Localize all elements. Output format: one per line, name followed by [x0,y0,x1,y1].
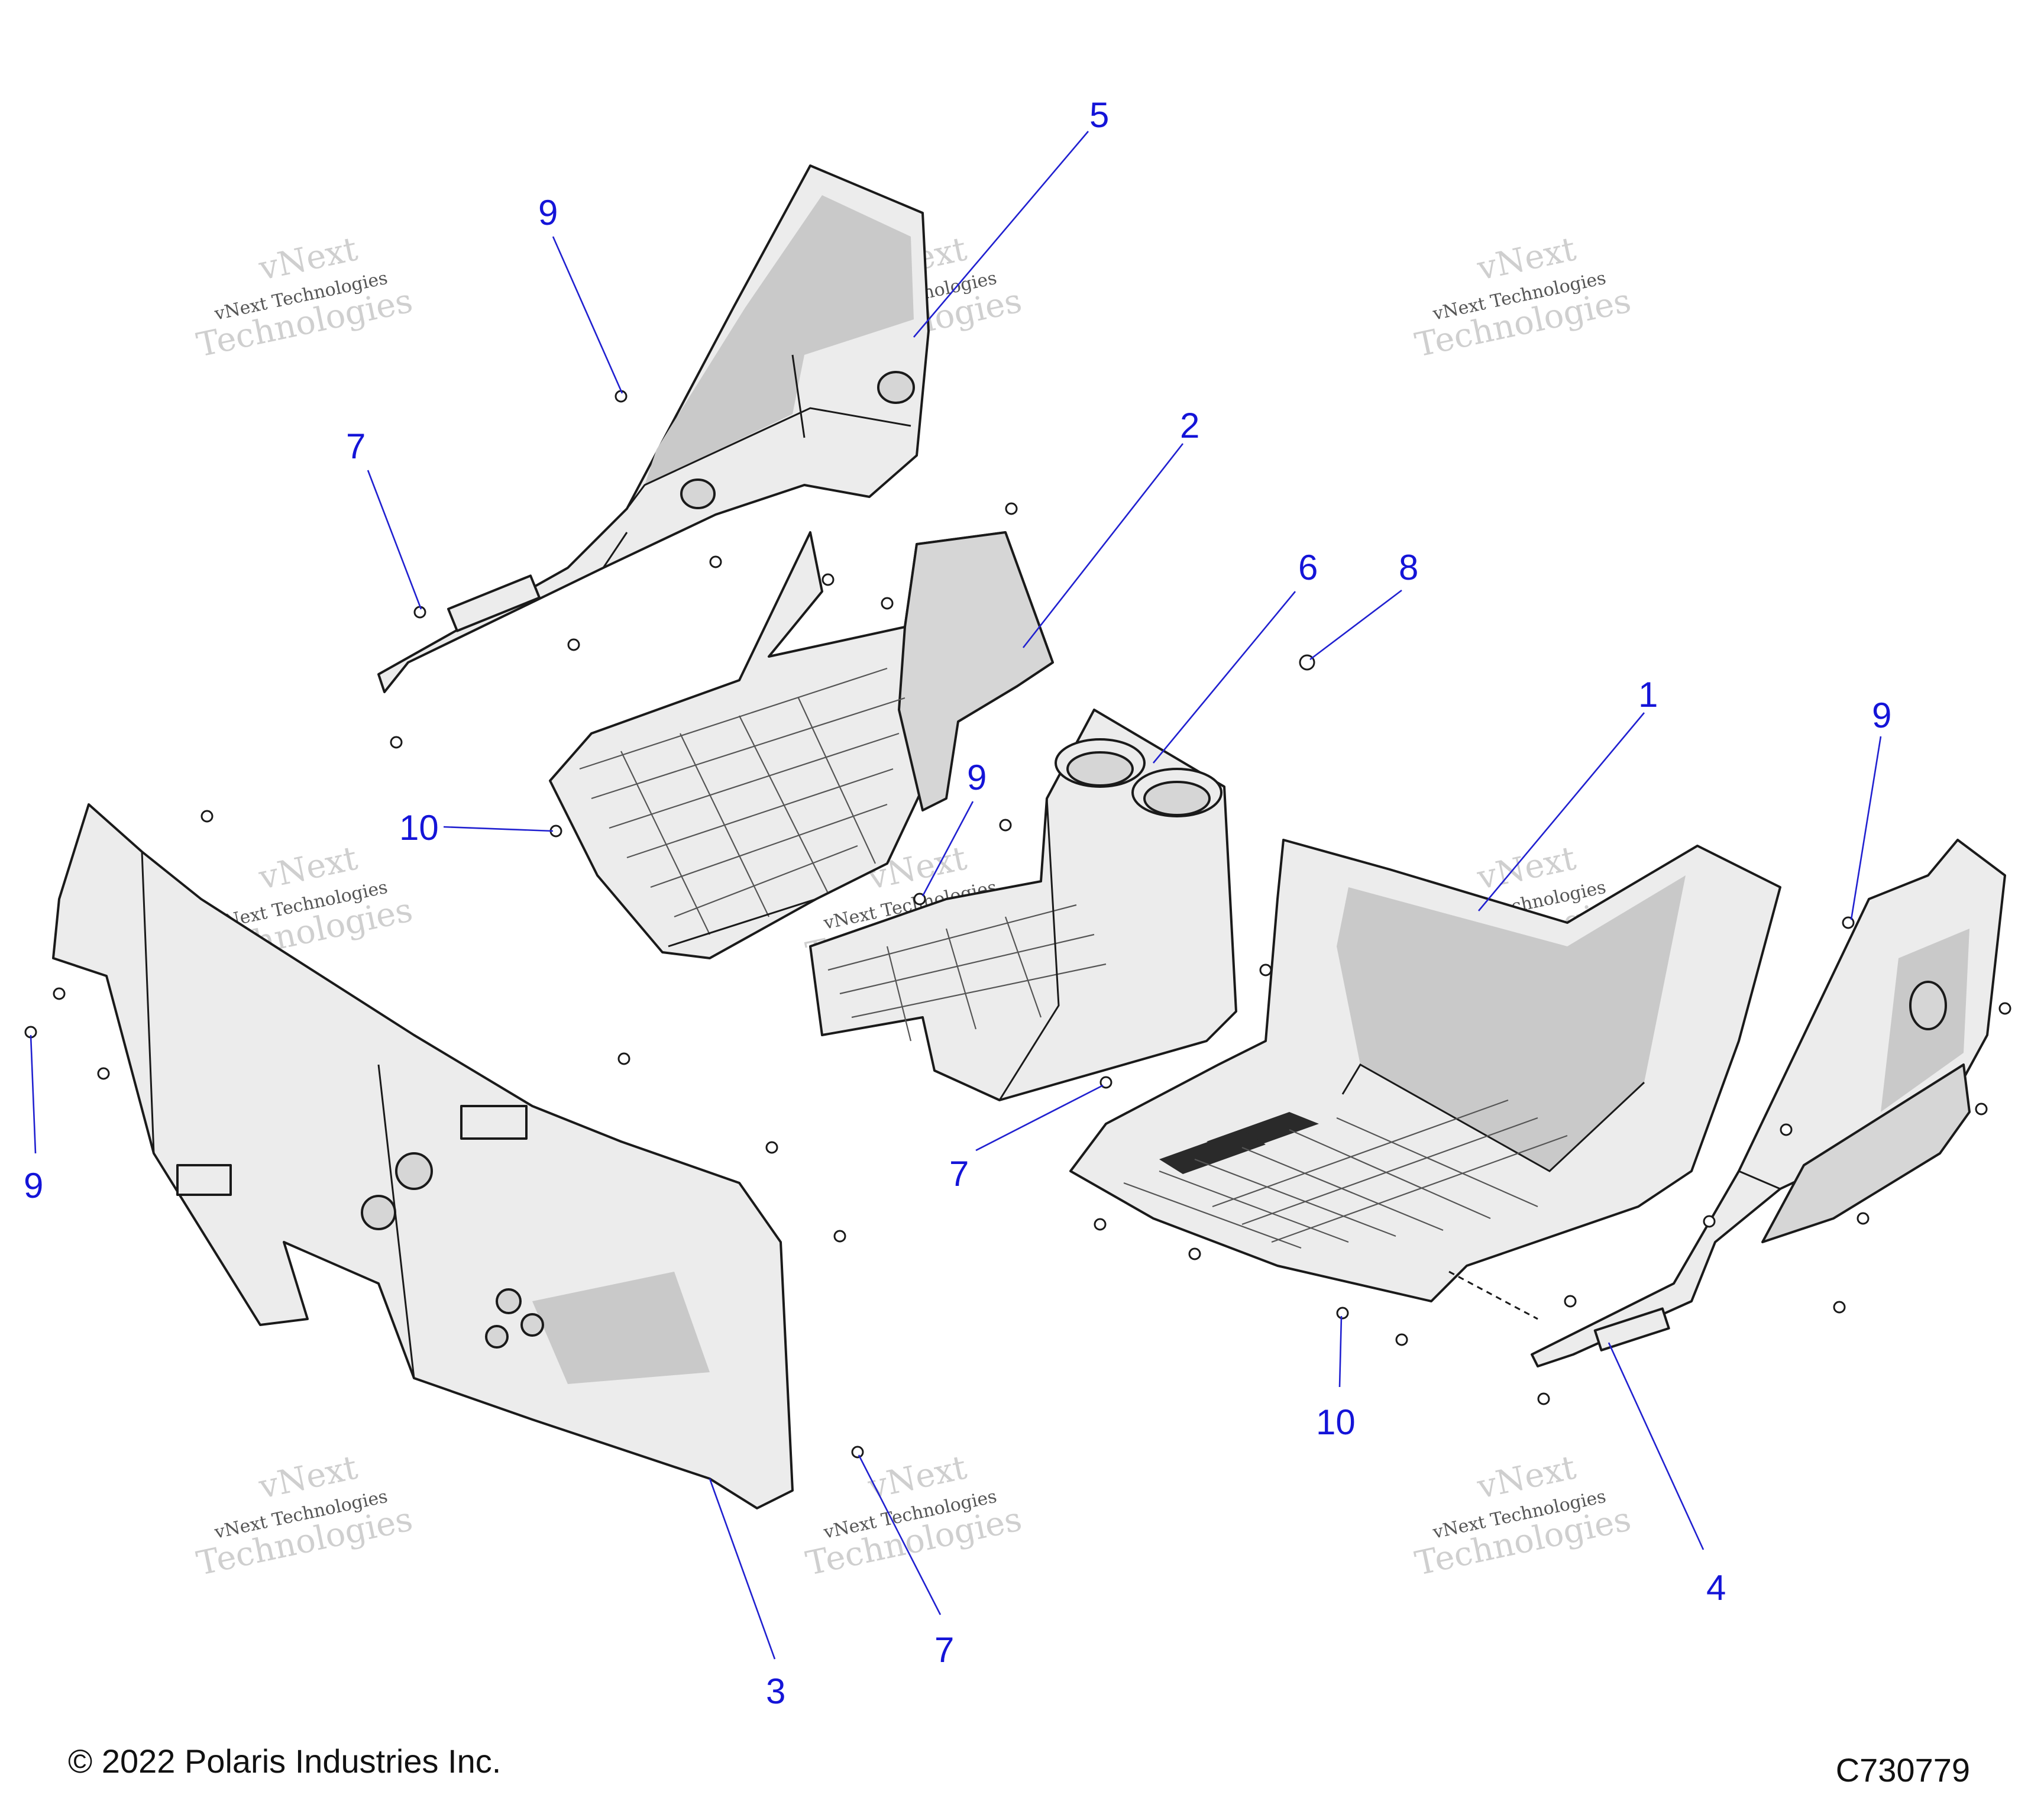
watermark: vNext vNext Technologies Technologies [1412,230,1634,365]
fastener [567,638,580,651]
callout-9-top: 9 [538,193,558,232]
fastener [1005,502,1018,515]
copyright-notice: © 2022 Polaris Industries Inc. [68,1742,502,1780]
leader-line-5 [913,131,1089,338]
diagram-id-label: C730779 [1835,1751,1970,1789]
part-5-side-panel-left [377,164,930,693]
leader-line-9-center [921,801,974,897]
callout-2: 2 [1180,406,1199,445]
fastener [1998,1002,2011,1015]
fastener [913,893,926,906]
fastener [881,597,894,610]
callout-10-right: 10 [1316,1402,1356,1442]
callouts: 5 9 7 2 6 8 1 9 10 9 9 7 10 4 3 7 [24,95,1891,1711]
leader-line-9-left [30,1034,37,1154]
fastener [97,1067,110,1080]
leader-line-7-bottom [858,1454,942,1615]
leader-line-10-left [443,826,554,832]
watermark: vNext vNext Technologies Technologies [803,1449,1025,1583]
leader-line-10-right [1338,1315,1343,1388]
callout-3: 3 [766,1671,785,1711]
leader-line-4 [1608,1342,1705,1550]
fastener [1780,1123,1793,1136]
fastener [53,987,66,1000]
fastener [999,819,1012,832]
leader-line-2 [1022,443,1184,648]
leader-lines [30,131,1882,1660]
fastener [822,573,835,586]
part-1-front-floor-pan [1069,839,1781,1320]
leader-line-7-center [975,1084,1104,1152]
part-3-dash-firewall [52,803,794,1509]
callout-7-bottom: 7 [934,1630,954,1670]
callout-8: 8 [1399,548,1418,587]
callout-10-left: 10 [399,808,439,848]
leader-line-1 [1478,712,1645,911]
leader-line-9-right [1850,736,1882,920]
fastener [1564,1295,1577,1308]
fastener [1703,1215,1716,1228]
fastener [1395,1333,1408,1346]
callout-1: 1 [1638,675,1658,714]
fastener [1099,1076,1112,1089]
watermark: vNext vNext Technologies Technologies [193,1449,416,1583]
fastener [1842,916,1855,929]
part-4-side-panel-right [1531,839,2006,1367]
fastener [1857,1212,1870,1225]
callout-7-center: 7 [949,1154,969,1194]
leader-line-9-top [552,236,623,394]
leader-line-6 [1152,591,1296,764]
callout-5: 5 [1089,95,1109,135]
fastener [390,736,403,749]
part-6-center-console [809,709,1237,1101]
fastener [1336,1307,1349,1320]
callout-9-left: 9 [24,1166,43,1205]
callout-4: 4 [1706,1568,1726,1608]
fastener [1833,1301,1846,1314]
callout-9-right: 9 [1872,696,1891,735]
fastener [851,1446,864,1459]
fastener [413,606,426,619]
leader-line-3 [709,1478,776,1660]
fastener [1537,1392,1550,1405]
watermark: vNext vNext Technologies Technologies [1412,1449,1634,1583]
fastener [1259,964,1272,977]
watermark: vNext vNext Technologies Technologies [193,230,416,365]
fastener [617,1052,630,1065]
fasteners [24,390,2011,1459]
fastener [200,810,214,823]
part-2-rear-floor-panel [549,531,1054,959]
leader-line-7-top [367,470,422,610]
fastener [1094,1218,1107,1231]
fastener [1188,1247,1201,1260]
fastener [833,1230,846,1243]
fastener [709,555,722,568]
callout-7-top: 7 [346,426,366,466]
leader-line-8 [1309,589,1402,661]
fastener [615,390,628,403]
fastener [765,1141,778,1154]
callout-9-center: 9 [967,758,987,797]
callout-6: 6 [1298,548,1318,587]
fastener [1975,1103,1988,1116]
